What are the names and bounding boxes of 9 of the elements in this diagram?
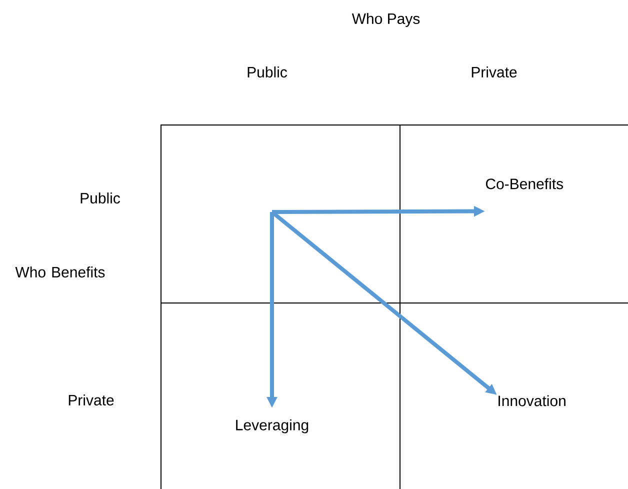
axis-label: Who Pays	[352, 13, 420, 27]
text-label: Co-Benefits	[486, 178, 563, 190]
text-label: Innovation	[498, 395, 566, 406]
axis-label: Private	[68, 394, 114, 406]
axis-label: Private	[472, 66, 517, 78]
axis-label: Public	[80, 192, 120, 204]
axis-label: Public	[248, 66, 288, 78]
text-label: Leveraging	[236, 419, 308, 434]
axis-label: Who Benefits	[15, 266, 105, 278]
